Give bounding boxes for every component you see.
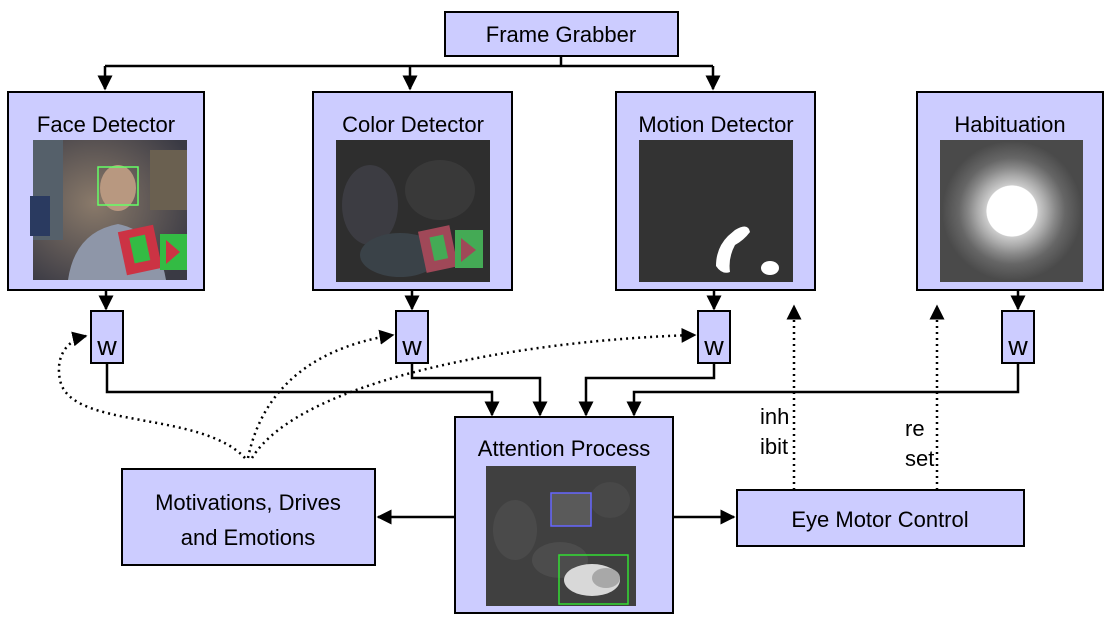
color-detector-node: Color Detector: [312, 91, 513, 291]
weight-box-habituation: w: [1001, 310, 1035, 364]
weight-box-motion: w: [697, 310, 731, 364]
motion-detector-image: [639, 140, 793, 282]
habituation-node: Habituation: [916, 91, 1104, 291]
habituation-label: Habituation: [954, 112, 1065, 137]
attention-marker-blue: [550, 492, 592, 527]
eye-motor-control-node: Eye Motor Control: [736, 489, 1025, 547]
reset-label-line1: re: [905, 416, 925, 441]
habituation-image: [940, 140, 1083, 282]
face-detector-label: Face Detector: [37, 112, 175, 137]
motivation-feedback-dotted: [57, 327, 697, 459]
frame-grabber-node: Frame Grabber: [444, 11, 679, 57]
weight-box-face: w: [90, 310, 124, 364]
face-bounding-box: [97, 166, 139, 206]
face-detector-node: Face Detector: [7, 91, 205, 291]
eye-motor-feedback-dotted: [786, 304, 945, 490]
face-detector-image: [30, 140, 187, 280]
attention-process-node: Attention Process: [454, 416, 674, 614]
weight-label-motion: w: [703, 331, 724, 361]
reset-edge-label: re set: [905, 416, 934, 471]
weight-label-face: w: [96, 331, 117, 361]
inhibit-edge-label: inh ibit: [760, 404, 789, 459]
motivations-label-line2: and Emotions: [181, 525, 316, 550]
weight-box-color: w: [395, 310, 429, 364]
color-detector-label: Color Detector: [342, 112, 484, 137]
motivations-node: Motivations, Drives and Emotions: [121, 468, 376, 566]
attention-marker-green: [558, 554, 629, 605]
attention-process-image: [486, 466, 636, 606]
motivations-label-line1: Motivations, Drives: [155, 490, 341, 515]
reset-label-line2: set: [905, 446, 934, 471]
inhibit-label-line2: ibit: [760, 434, 788, 459]
motion-detector-node: Motion Detector: [615, 91, 816, 291]
weight-label-color: w: [401, 331, 422, 361]
frame-grabber-connectors: [97, 56, 721, 91]
detector-to-weight-connectors: [98, 290, 1026, 311]
weight-to-attention-connectors: [105, 363, 1020, 417]
frame-grabber-label: Frame Grabber: [486, 22, 636, 47]
inhibit-label-line1: inh: [760, 404, 789, 429]
attention-process-label: Attention Process: [478, 436, 650, 461]
motion-detector-label: Motion Detector: [638, 112, 793, 137]
eye-motor-control-label: Eye Motor Control: [791, 507, 968, 532]
weight-label-habituation: w: [1007, 331, 1028, 361]
color-detector-image: [336, 140, 490, 282]
